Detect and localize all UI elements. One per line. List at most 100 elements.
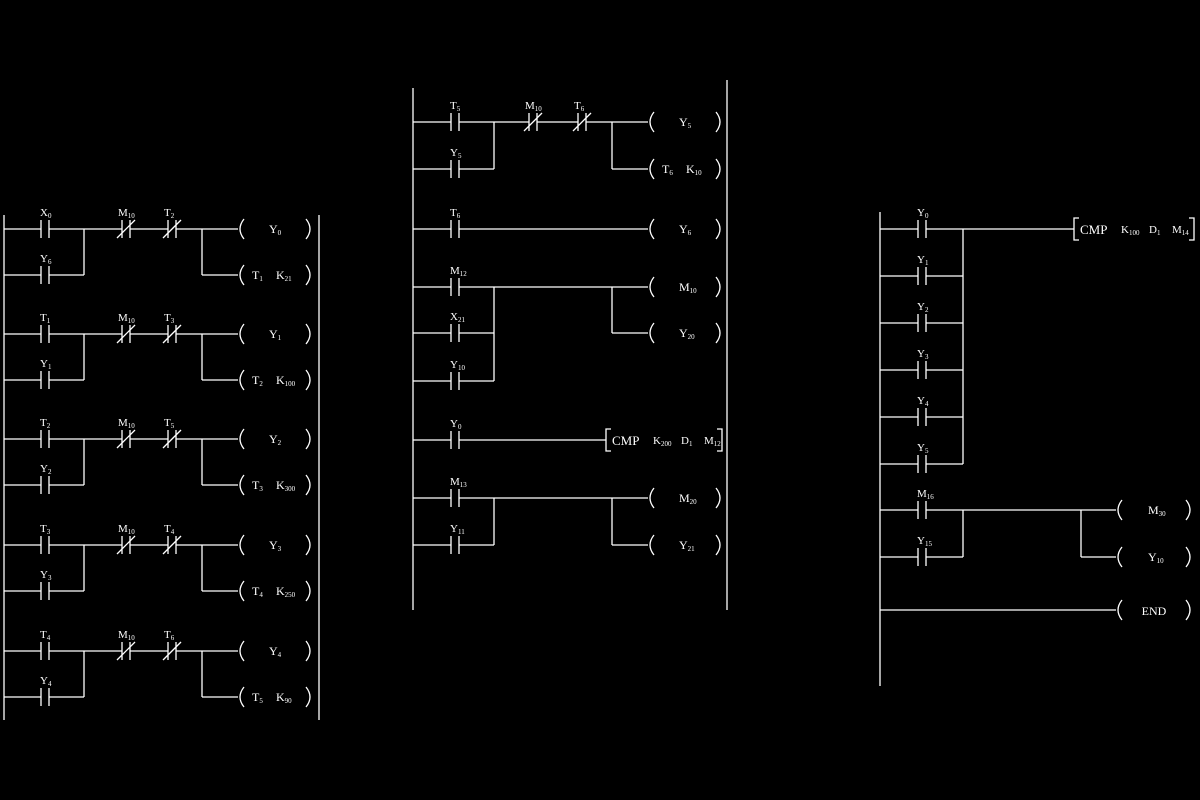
middle-rung-5-hold-contact-label: Y11	[450, 523, 465, 536]
middle-rung-5-contact: M13	[450, 476, 467, 507]
left-rung-5-nc-contact-2-label: T6	[164, 629, 175, 642]
left-rung-3-hold-contact-label: Y2	[40, 463, 52, 476]
left-rung-1-wires	[4, 228, 238, 276]
left-rung-1-nc-contact-1-label: M10	[118, 207, 135, 220]
right-rung-1-contact-2: Y1	[917, 254, 929, 285]
left-rung-2-nc-contact-2-label: T3	[164, 312, 175, 325]
middle-rung-1-contact: T5	[450, 100, 461, 131]
middle-rung-1-nc-contact-1: M10	[523, 100, 543, 132]
left-rung-1-nc-contact-2: T2	[162, 207, 182, 239]
middle-rung-1-output-coil: Y5	[649, 111, 721, 133]
middle-rung-1-nc-contact-2: T6	[572, 100, 592, 132]
left-rung-2-timer-coil-t-label: T2	[252, 373, 263, 388]
left-rung-3-timer-coil-k-label: K300	[276, 478, 296, 493]
left-rung-5-contact: T4	[40, 629, 51, 660]
middle-rung-2-contact-label: T6	[450, 207, 461, 220]
middle-rung-3-output-coil-2: Y20	[649, 322, 721, 344]
left-rung-3-contact: T2	[40, 417, 51, 448]
left-power-rails	[3, 215, 320, 720]
left-rung-1-contact-label: X0	[40, 207, 52, 220]
left-rung-4-hold-contact-label: Y3	[40, 569, 52, 582]
left-rung-2-hold-contact: Y1	[40, 358, 52, 389]
middle-rung-3-contact: M12	[450, 265, 467, 296]
middle-rung-4-contact-label: Y0	[450, 418, 462, 431]
left-rung-1-contact: X0	[40, 207, 52, 238]
left-rung-2-nc-contact-1-label: M10	[118, 312, 135, 325]
left-rung-4-timer-coil-k-label: K250	[276, 584, 296, 599]
left-rung-2-hold-contact-label: Y1	[40, 358, 52, 371]
left-rung-5-output-coil-label: Y4	[269, 644, 282, 659]
right-rung-end: END	[880, 599, 1191, 621]
right-rung-1-contact-1-label: Y0	[917, 207, 929, 220]
right-rung-2-output-coil-2-label: Y10	[1148, 550, 1164, 565]
left-rung-2-timer-coil-k-label: K100	[276, 373, 296, 388]
left-rung-2-nc-contact-2: T3	[162, 312, 182, 344]
middle-rung-1-contact-label: T5	[450, 100, 461, 113]
left-rung-1-timer-coil-t-label: T1	[252, 268, 263, 283]
left-rung-1-nc-contact-1: M10	[116, 207, 136, 239]
middle-power-rails	[412, 80, 728, 610]
middle-rung-5-output-coil-1-label: M20	[679, 491, 697, 506]
right-rung-1-contact-2-label: Y1	[917, 254, 929, 267]
left-rung-2-contact: T1	[40, 312, 51, 343]
left-rung-4-output-coil-label: Y3	[269, 538, 282, 553]
middle-rung-3-branch-contact-1: X21	[450, 311, 465, 342]
right-rung-1-contact-5: Y4	[917, 395, 929, 426]
middle-rung-1-hold-contact-label: Y5	[450, 147, 462, 160]
left-rung-1-output-coil-label: Y0	[269, 222, 282, 237]
left-rung-5-timer-coil-k-label: K90	[276, 690, 292, 705]
right-rung-1-contact-1: Y0	[917, 207, 929, 238]
left-rung-5-nc-contact-2: T6	[162, 629, 182, 661]
left-rung-4-contact: T3	[40, 523, 51, 554]
left-rung-4-output-coil: Y3	[239, 534, 311, 556]
right-rung-1-wires	[880, 228, 1074, 465]
middle-rung-4-contact: Y0	[450, 418, 462, 449]
left-rung-2-wires	[4, 333, 238, 381]
right-rung-1-cmp-instruction-d: D1	[1149, 224, 1161, 237]
left-rung-5-nc-contact-1-label: M10	[118, 629, 135, 642]
middle-rung-5-output-coil-2: Y21	[649, 534, 721, 556]
middle-rung-1-wires	[413, 121, 648, 170]
right-rung-1-contact-3: Y2	[917, 301, 929, 332]
left-rung-4-hold-contact: Y3	[40, 569, 52, 600]
right-rung-2-contact: M16	[917, 488, 934, 519]
middle-rung-2-output-coil: Y6	[649, 218, 721, 240]
right-rung-1-contact-5-label: Y4	[917, 395, 929, 408]
left-rung-5-nc-contact-1: M10	[116, 629, 136, 661]
middle-rung-4-cmp-instruction-k: K200	[653, 435, 672, 448]
middle-rung-5-hold-contact: Y11	[450, 523, 465, 554]
right-rung-2-contact-label: M16	[917, 488, 934, 501]
left-rung-5-contact-label: T4	[40, 629, 51, 642]
middle-rung-5-output-coil-2-label: Y21	[679, 538, 695, 553]
middle-rung-3-output-coil-1-label: M10	[679, 280, 697, 295]
left-rung-5-timer-coil: T5 K90	[239, 686, 311, 708]
middle-rung-3-output-coil-1: M10	[649, 276, 721, 298]
right-rung-2-output-coil-2: Y10	[1117, 546, 1191, 568]
right-rung-1-contact-6: Y5	[917, 442, 929, 473]
right-rung-1-contact-4-label: Y3	[917, 348, 929, 361]
middle-rung-1-timer-coil-k-label: K10	[686, 162, 702, 177]
left-rung-3-nc-contact-1-label: M10	[118, 417, 135, 430]
right-rung-1-cmp-instruction-k: K100	[1121, 224, 1140, 237]
left-rung-3-nc-contact-2: T5	[162, 417, 182, 449]
left-rung-1-output-coil: Y0	[239, 218, 311, 240]
left-rung-1-hold-contact-label: Y6	[40, 253, 52, 266]
left-rung-5-hold-contact: Y4	[40, 675, 52, 706]
left-rung-3-output-coil: Y2	[239, 428, 311, 450]
left-rung-4-wires	[4, 544, 238, 592]
left-rung-5-timer-coil-t-label: T5	[252, 690, 263, 705]
left-rung-4-nc-contact-1-label: M10	[118, 523, 135, 536]
left-rung-3-nc-contact-2-label: T5	[164, 417, 175, 430]
